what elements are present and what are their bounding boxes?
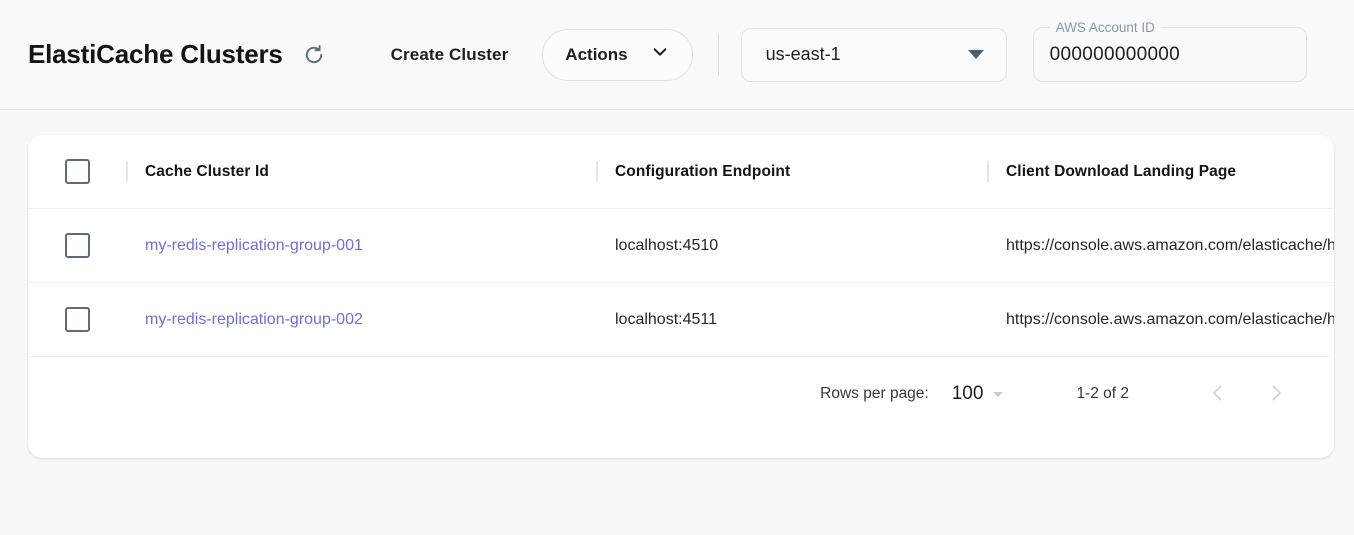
next-page-button[interactable] — [1256, 374, 1296, 414]
table-header-row: Cache Cluster Id Configuration Endpoint … — [28, 135, 1334, 209]
cell-client-download-landing-page: https://console.aws.amazon.com/elasticac… — [1006, 310, 1334, 328]
chevron-right-icon — [1265, 382, 1287, 407]
select-all-checkbox[interactable] — [65, 159, 90, 184]
cell-configuration-endpoint: localhost:4510 — [615, 236, 719, 254]
column-header-configuration-endpoint[interactable]: Configuration Endpoint — [615, 162, 791, 180]
region-select-value: us-east-1 — [765, 44, 841, 64]
rows-per-page-select[interactable]: 100 — [951, 383, 984, 404]
actions-button-label: Actions — [565, 44, 628, 64]
column-resize-handle-1[interactable] — [126, 161, 128, 182]
table-row[interactable]: my-redis-replication-group-001 localhost… — [28, 209, 1334, 283]
actions-button[interactable]: Actions — [542, 28, 693, 81]
table-row[interactable]: my-redis-replication-group-002 localhost… — [28, 283, 1334, 357]
cell-client-download-landing-page: https://console.aws.amazon.com/elasticac… — [1006, 236, 1334, 254]
page-title: ElastiCache Clusters — [28, 39, 283, 69]
column-header-client-download-landing-page[interactable]: Client Download Landing Page — [1006, 162, 1237, 180]
aws-account-id-value: 000000000000 — [1049, 43, 1181, 65]
row-select-cell — [28, 233, 126, 258]
chevron-down-icon — [650, 42, 670, 67]
column-resize-handle-3[interactable] — [987, 161, 989, 182]
row-select-cell — [28, 307, 126, 332]
rows-per-page-label: Rows per page: — [820, 385, 929, 402]
aws-account-id-label: AWS Account ID — [1055, 19, 1155, 35]
row-checkbox[interactable] — [65, 307, 90, 332]
region-select[interactable]: us-east-1 — [740, 27, 1007, 82]
create-cluster-button[interactable]: Create Cluster — [390, 44, 509, 64]
app-header: ElastiCache Clusters Create Cluster Acti… — [0, 0, 1354, 110]
refresh-button[interactable] — [297, 38, 331, 72]
row-checkbox[interactable] — [65, 233, 90, 258]
aws-account-id-field[interactable]: AWS Account ID 000000000000 — [1032, 20, 1307, 82]
previous-page-button[interactable] — [1198, 374, 1238, 414]
clusters-table-card: Cache Cluster Id Configuration Endpoint … — [28, 135, 1334, 458]
chevron-left-icon — [1207, 382, 1229, 407]
chevron-down-icon[interactable] — [993, 391, 1004, 397]
column-resize-handle-2[interactable] — [596, 161, 598, 182]
caret-down-icon — [967, 50, 984, 59]
column-header-cache-cluster-id[interactable]: Cache Cluster Id — [145, 162, 269, 180]
cell-configuration-endpoint: localhost:4511 — [615, 310, 717, 328]
pagination-range-label: 1-2 of 2 — [1076, 385, 1129, 402]
table-pagination: Rows per page: 100 1-2 of 2 — [28, 357, 1334, 431]
cell-cache-cluster-id[interactable]: my-redis-replication-group-002 — [145, 310, 363, 328]
cell-cache-cluster-id[interactable]: my-redis-replication-group-001 — [145, 236, 363, 254]
select-all-cell — [28, 159, 126, 184]
header-divider — [717, 33, 719, 76]
refresh-icon — [302, 43, 326, 67]
clusters-table: Cache Cluster Id Configuration Endpoint … — [28, 135, 1334, 431]
